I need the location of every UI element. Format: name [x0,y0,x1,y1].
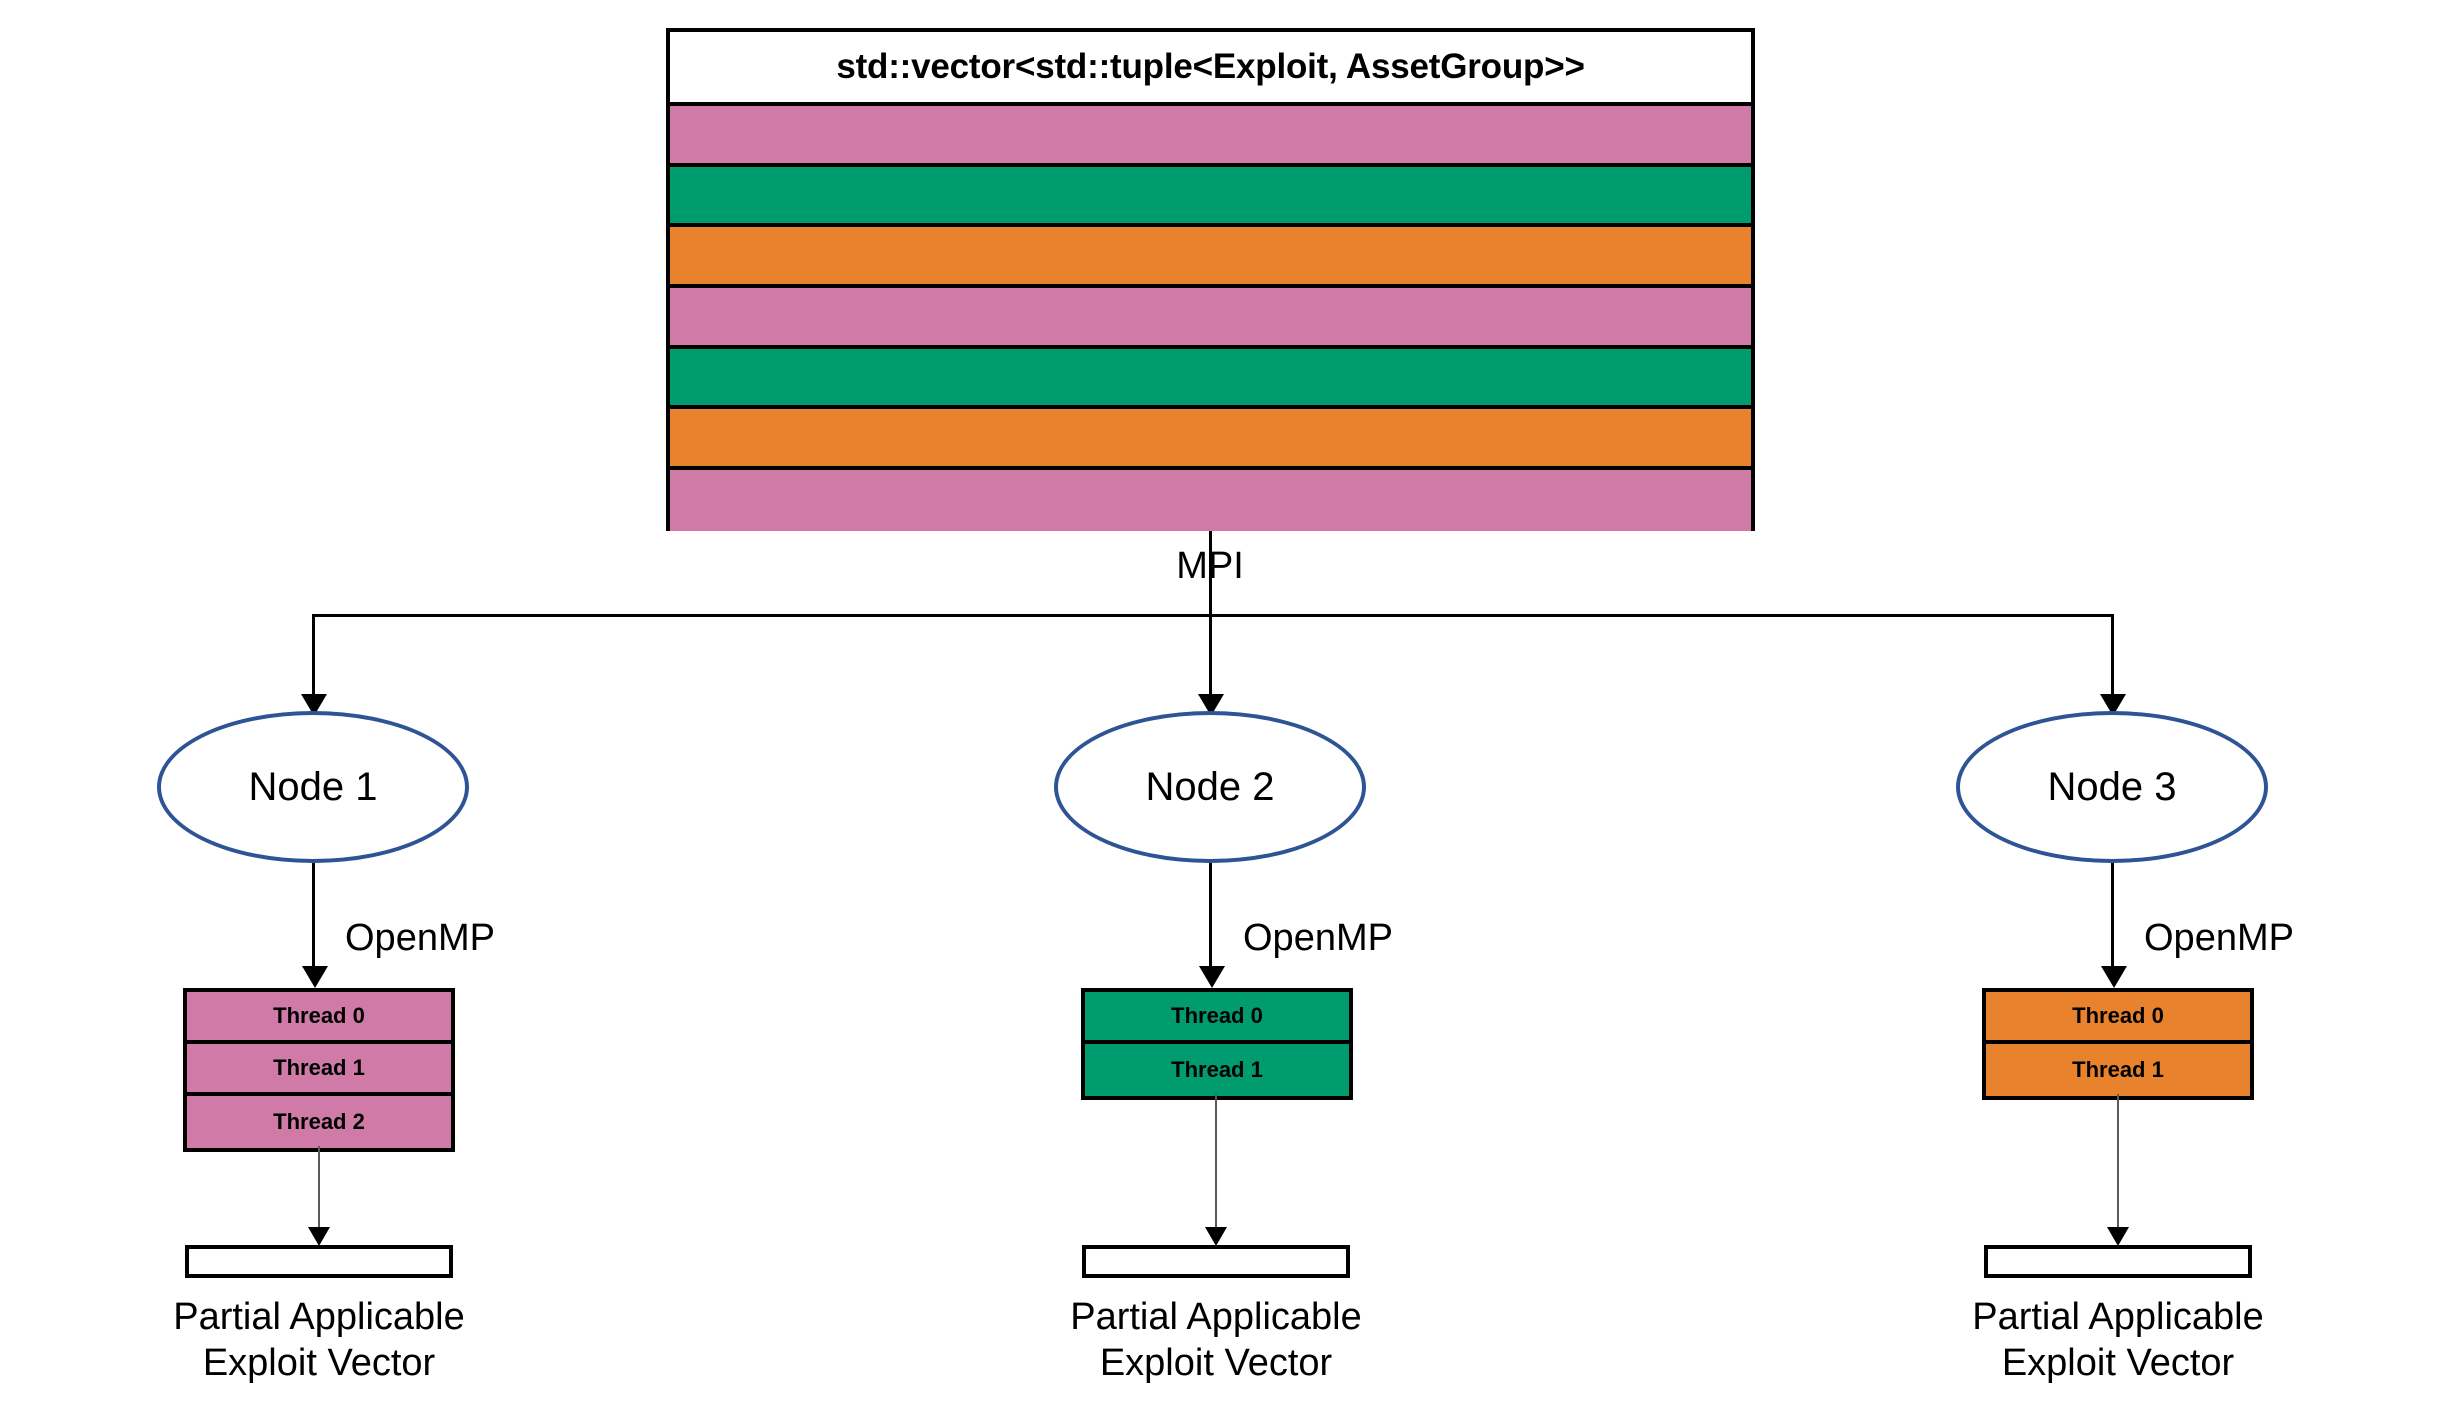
thread-row: Thread 1 [1986,1044,2250,1096]
node-label-3: Node 3 [2047,764,2177,809]
output-caption-node-2: Partial Applicable Exploit Vector [1006,1294,1426,1387]
openmp-label-3: OpenMP [2144,917,2294,959]
thread-label: Thread 2 [273,1109,365,1134]
thread-row: Thread 1 [1085,1044,1349,1096]
thread-stack-node-2: Thread 0 Thread 1 [1081,988,1353,1100]
thread-label: Thread 0 [273,1003,365,1028]
openmp-label-2: OpenMP [1243,917,1393,959]
openmp-stem-line-node-3 [2111,863,2114,981]
node-label-2: Node 2 [1145,764,1275,809]
result-stem-line-node-3 [2117,1094,2119,1241]
mpi-drop-line-node-3 [2111,614,2114,699]
thread-row: Thread 0 [1085,992,1349,1044]
output-caption-line1-node-3: Partial Applicable [1972,1296,2264,1338]
thread-label: Thread 1 [1171,1057,1263,1082]
thread-row: Thread 2 [187,1096,451,1148]
output-caption-line2-node-3: Exploit Vector [2001,1342,2235,1385]
thread-label: Thread 1 [2072,1057,2164,1082]
output-caption-line2-node-2: Exploit Vector [1099,1342,1333,1385]
vector-row [670,470,1751,531]
node-ellipse-1: Node 1 [157,711,469,863]
output-caption-node-3: Partial Applicable Exploit Vector [1908,1294,2328,1387]
vector-type-label: std::vector<std::tuple<Exploit, AssetGro… [836,47,1585,86]
thread-row: Thread 1 [187,1044,451,1096]
vector-row [670,409,1751,471]
arrow-down-icon-threads-3 [2101,966,2127,988]
thread-label: Thread 1 [273,1055,365,1080]
mpi-drop-line-node-2 [1209,614,1212,699]
output-caption-line2-node-1: Exploit Vector [202,1342,436,1385]
vector-row [670,166,1751,228]
thread-row: Thread 0 [1986,992,2250,1044]
exploit-vector-block: std::vector<std::tuple<Exploit, AssetGro… [666,28,1755,531]
arrow-down-icon-output-3 [2107,1227,2129,1246]
arrow-down-icon-threads-1 [302,966,328,988]
node-ellipse-3: Node 3 [1956,711,2268,863]
vector-row [670,227,1751,289]
result-stem-line-node-1 [318,1146,320,1241]
arrow-down-icon-threads-2 [1199,966,1225,988]
openmp-stem-line-node-1 [312,863,315,981]
thread-row: Thread 0 [187,992,451,1044]
thread-stack-node-3: Thread 0 Thread 1 [1982,988,2254,1100]
output-box-node-3 [1984,1245,2252,1278]
mpi-drop-line-node-1 [312,614,315,699]
output-box-node-1 [185,1245,453,1278]
arrow-down-icon-output-1 [308,1227,330,1246]
output-caption-line1-node-2: Partial Applicable [1070,1296,1362,1338]
output-box-node-2 [1082,1245,1350,1278]
vector-header: std::vector<std::tuple<Exploit, AssetGro… [670,32,1751,106]
vector-row [670,106,1751,167]
vector-row [670,288,1751,349]
openmp-stem-line-node-2 [1209,863,1212,981]
output-caption-line1-node-1: Partial Applicable [173,1296,465,1338]
mpi-stem-line [1209,531,1212,615]
mpi-bus-line [312,614,2114,617]
result-stem-line-node-2 [1215,1094,1217,1241]
node-ellipse-2: Node 2 [1054,711,1366,863]
thread-stack-node-1: Thread 0 Thread 1 Thread 2 [183,988,455,1152]
thread-label: Thread 0 [2072,1003,2164,1028]
openmp-label-1: OpenMP [345,917,495,959]
vector-row [670,348,1751,410]
node-label-1: Node 1 [248,764,378,809]
thread-label: Thread 0 [1171,1003,1263,1028]
vector-rows [670,106,1751,531]
arrow-down-icon-output-2 [1205,1227,1227,1246]
mpi-label: MPI [1176,545,1244,587]
output-caption-node-1: Partial Applicable Exploit Vector [109,1294,529,1387]
